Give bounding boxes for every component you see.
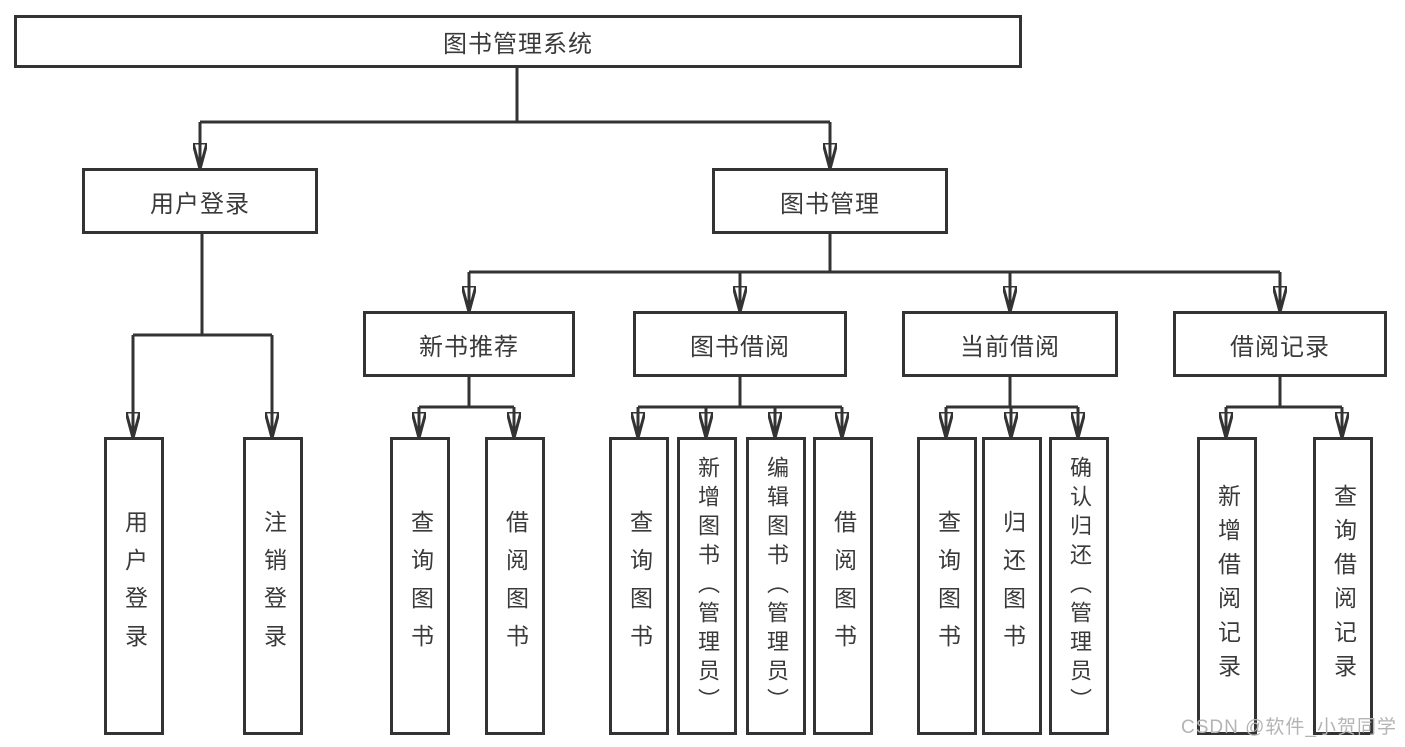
leaf-logout: 注销登录	[243, 437, 303, 735]
leaf-confirm-return-admin-label: 确认归还（管理员）	[1067, 455, 1092, 717]
leaf-user-login-label: 用户登录	[121, 510, 148, 662]
node-root-system: 图书管理系统	[14, 15, 1022, 68]
leaf-borrow-book-recommend: 借阅图书	[485, 437, 545, 735]
leaf-edit-book-admin-label: 编辑图书（管理员）	[764, 455, 789, 717]
node-user-login: 用户登录	[82, 168, 318, 234]
csdn-watermark: CSDN @软件_小贺同学	[1181, 717, 1397, 738]
leaf-query-book-current: 查询图书	[917, 437, 977, 735]
leaf-query-borrow-record: 查询借阅记录	[1313, 437, 1373, 735]
leaf-confirm-return-admin: 确认归还（管理员）	[1049, 437, 1109, 735]
node-user-login-label: 用户登录	[150, 190, 250, 218]
leaf-borrow-book: 借阅图书	[813, 437, 873, 735]
leaf-query-book-borrow: 查询图书	[609, 437, 669, 735]
leaf-add-book-admin: 新增图书（管理员）	[677, 437, 737, 735]
leaf-return-book-label: 归还图书	[999, 510, 1026, 662]
leaf-return-book: 归还图书	[982, 437, 1042, 735]
node-borrow-records: 借阅记录	[1173, 311, 1387, 377]
node-new-book-recommend-label: 新书推荐	[419, 333, 519, 361]
node-borrow-records-label: 借阅记录	[1230, 333, 1330, 361]
node-book-management-label: 图书管理	[780, 190, 880, 218]
leaf-borrow-book-label: 借阅图书	[830, 510, 857, 662]
leaf-add-borrow-record: 新增借阅记录	[1197, 437, 1257, 735]
node-current-borrow: 当前借阅	[902, 311, 1118, 377]
leaf-add-book-admin-label: 新增图书（管理员）	[695, 455, 720, 717]
leaf-query-book-recommend: 查询图书	[390, 437, 450, 735]
leaf-add-borrow-record-label: 新增借阅记录	[1214, 484, 1241, 688]
leaf-logout-label: 注销登录	[260, 510, 287, 662]
leaf-query-borrow-record-label: 查询借阅记录	[1330, 484, 1357, 688]
leaf-borrow-book-recommend-label: 借阅图书	[502, 510, 529, 662]
node-root-label: 图书管理系统	[443, 31, 593, 58]
leaf-query-book-current-label: 查询图书	[934, 510, 961, 662]
node-new-book-recommend: 新书推荐	[363, 311, 575, 377]
node-book-borrow-label: 图书借阅	[690, 333, 790, 361]
node-current-borrow-label: 当前借阅	[960, 333, 1060, 361]
leaf-query-book-recommend-label: 查询图书	[407, 510, 434, 662]
leaf-query-book-borrow-label: 查询图书	[626, 510, 653, 662]
leaf-edit-book-admin: 编辑图书（管理员）	[746, 437, 806, 735]
node-book-management: 图书管理	[712, 168, 948, 234]
node-book-borrow: 图书借阅	[633, 311, 847, 377]
leaf-user-login: 用户登录	[104, 437, 164, 735]
